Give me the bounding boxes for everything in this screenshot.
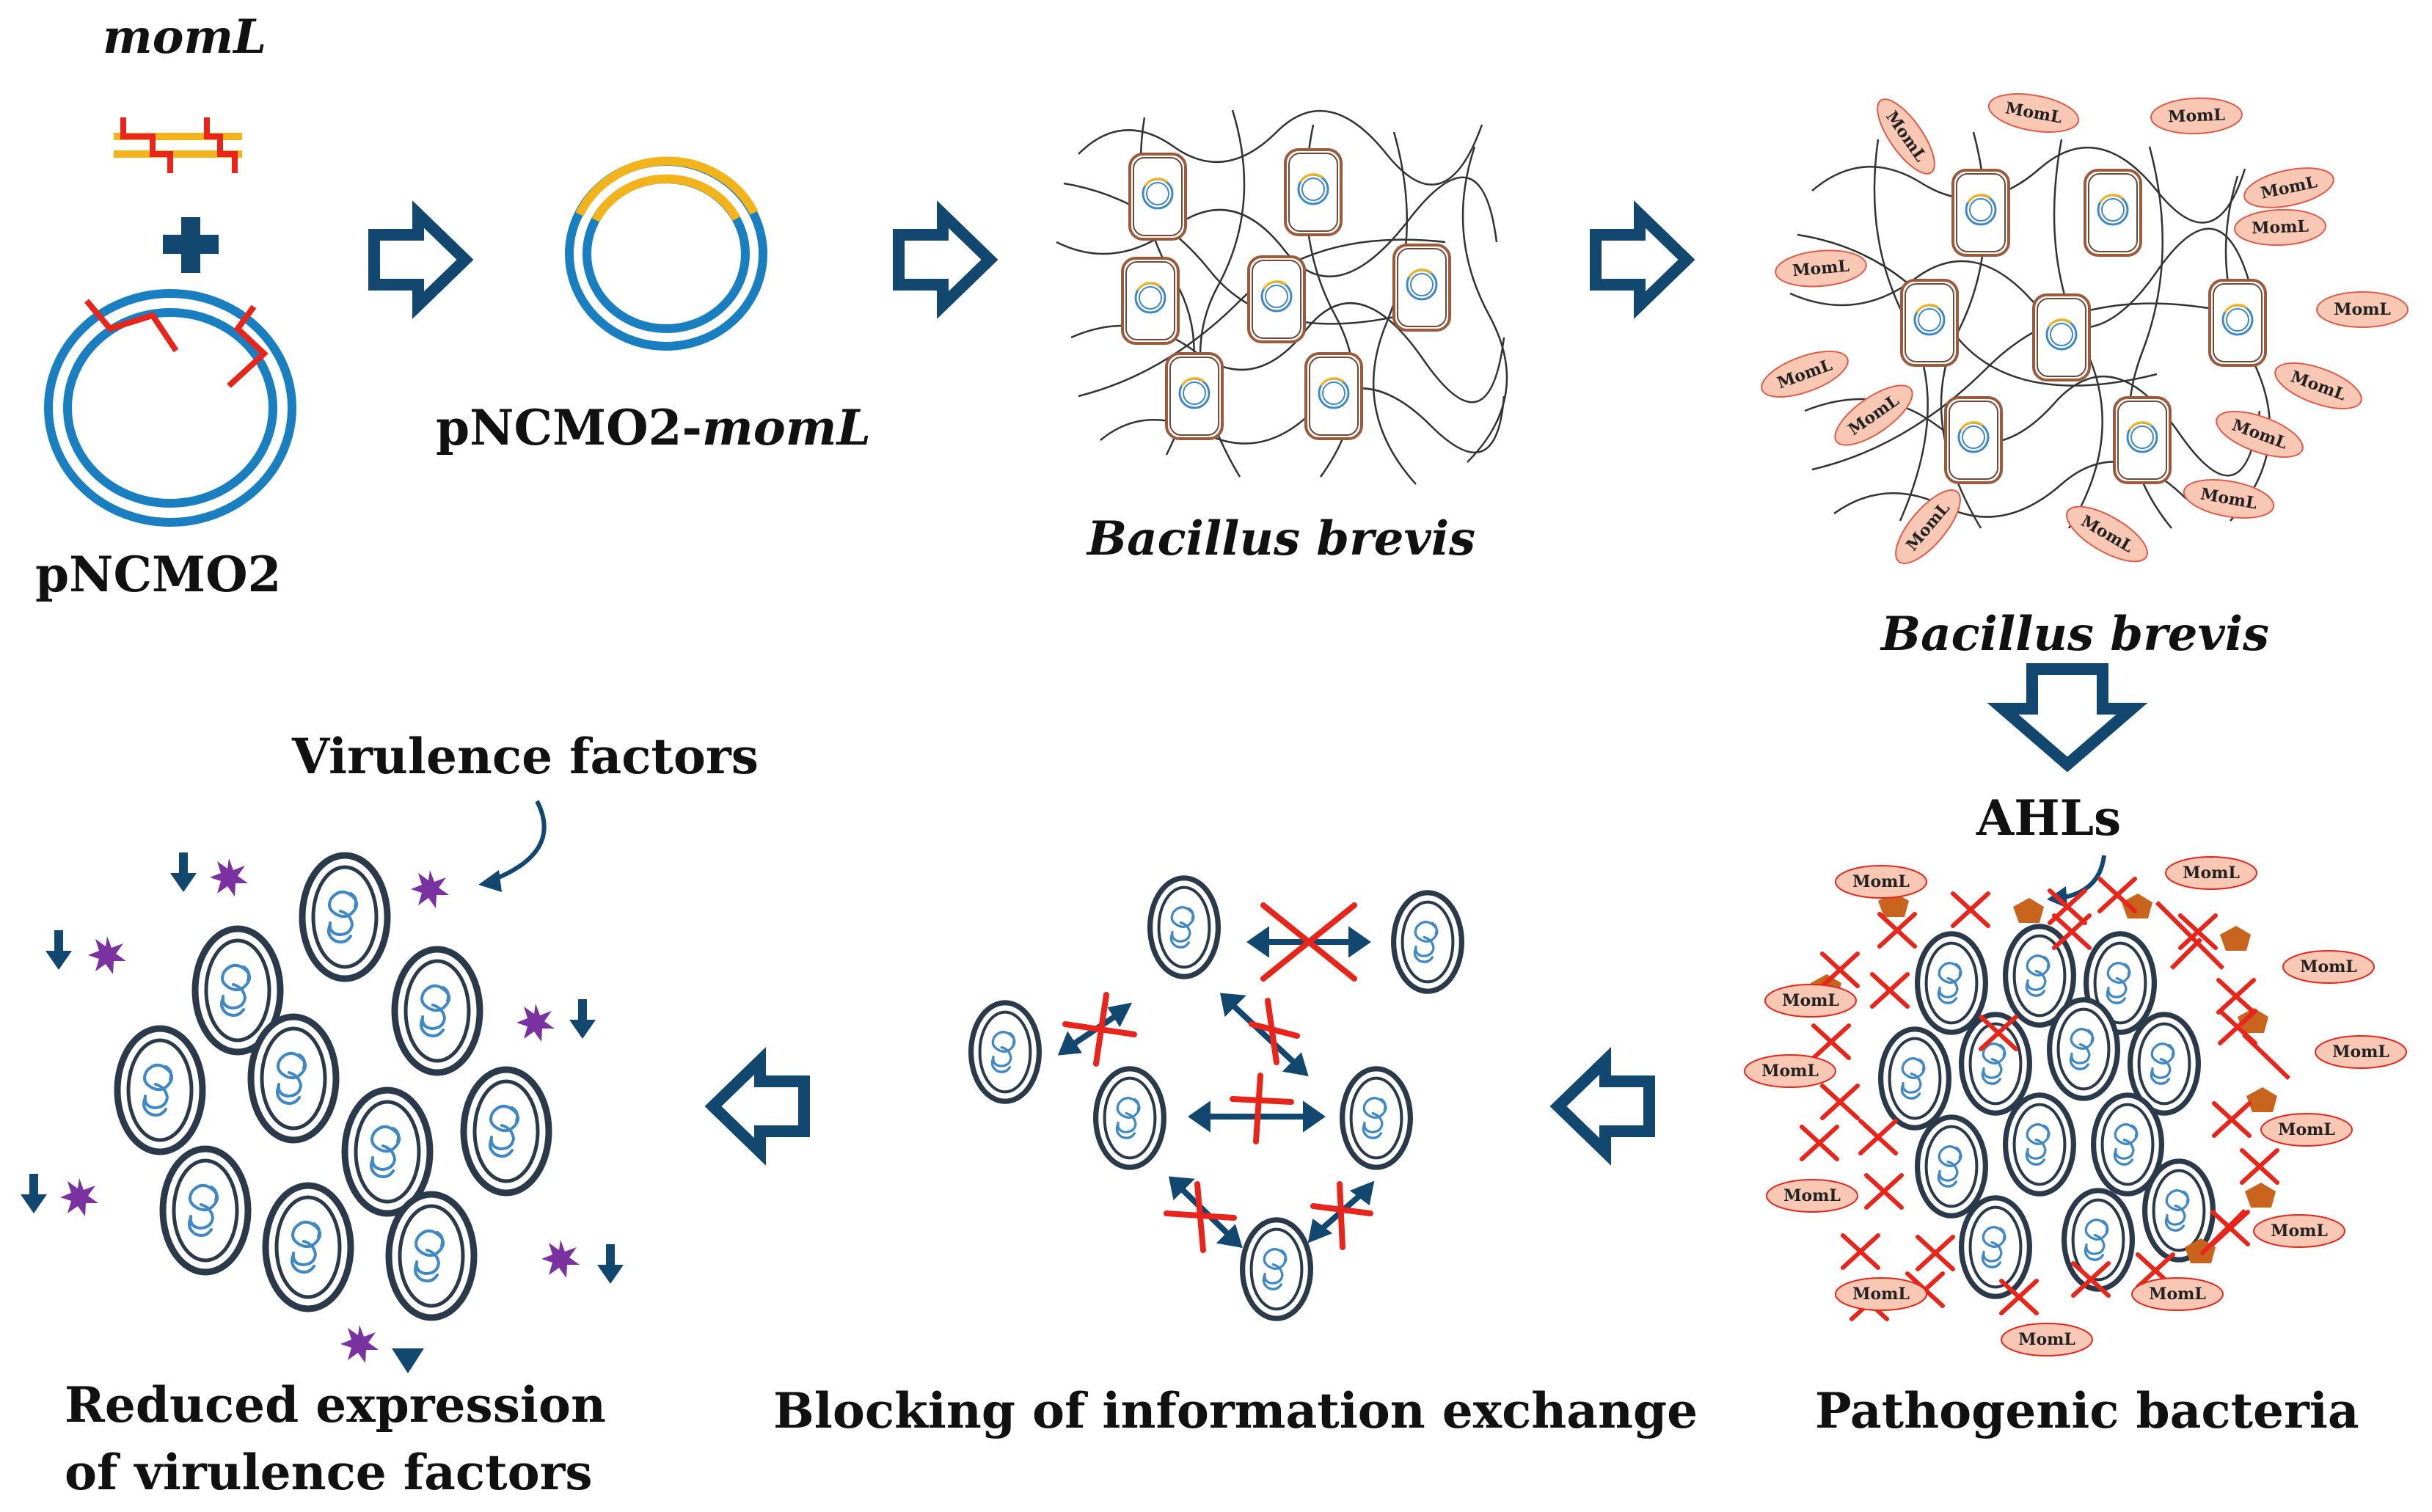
svg-text:MomL: MomL (1782, 991, 1839, 1010)
momL-enzyme: MomL (2216, 411, 2304, 458)
information-exchange-blocking-cluster (971, 878, 1462, 1318)
momL-enzyme: MomL (2316, 291, 2409, 328)
momL-enzyme: MomL (2131, 1277, 2224, 1311)
pNCMO2-plasmid-icon (44, 289, 296, 527)
momL-enzyme: MomL (2282, 950, 2375, 984)
momL-enzyme: MomL (1761, 351, 1849, 398)
momL-enzyme: MomL (2183, 479, 2275, 519)
flow-arrow-right-2 (893, 200, 998, 319)
momL-enzyme: MomL (1987, 93, 2080, 133)
plasmid-label: pNCMO2 (35, 546, 281, 603)
svg-text:MomL: MomL (2183, 863, 2240, 883)
momL-enzyme: MomL (2065, 505, 2149, 563)
momL-enzyme: MomL (2001, 1323, 2093, 1356)
flow-arrow-left-1 (1549, 1047, 1655, 1166)
svg-text:MomL: MomL (2252, 217, 2309, 238)
virulence-factor-markers (21, 852, 624, 1373)
momL-enzyme: MomL (2243, 167, 2334, 208)
recombinant-plasmid-label: pNCMO2-momL (436, 399, 871, 456)
momL-enzyme: MomL (2165, 856, 2257, 890)
result-label-line2: of virulence factors (65, 1444, 593, 1501)
gene-label: momL (103, 10, 266, 65)
svg-text:MomL: MomL (2018, 1330, 2075, 1349)
momL-enzyme: MomL (2274, 362, 2362, 409)
momL-enzyme: MomL (1766, 1179, 1858, 1213)
plus-icon (163, 217, 219, 273)
pathogenic-bacteria-cluster (1881, 927, 2213, 1296)
flow-arrow-down (1987, 663, 2148, 773)
momL-enzyme: MomL (1835, 865, 1927, 899)
momL-gene-fragment-icon (114, 117, 242, 173)
bacillus-brevis-secreting-cluster (1789, 131, 2271, 529)
svg-text:MomL: MomL (2149, 1285, 2206, 1304)
momL-enzyme: MomL (2260, 1113, 2353, 1147)
momL-enzyme: MomL (2315, 1035, 2407, 1069)
flow-arrow-right-1 (368, 200, 474, 319)
bacillus-brevis-cluster (1056, 109, 1508, 485)
svg-text:MomL: MomL (2332, 1042, 2389, 1062)
momL-enzyme: MomL (2150, 97, 2243, 135)
virulence-pointer-arrow (490, 800, 547, 883)
momL-enzyme: MomL (1744, 1054, 1836, 1088)
momL-enzymes-around-pathogens: MomL MomL MomL MomL MomL MomL MomL MomL … (1744, 856, 2407, 1356)
blocking-label: Blocking of information exchange (773, 1382, 1698, 1439)
momL-enzyme: MomL (1834, 384, 1913, 446)
flow-arrow-right-3 (1590, 200, 1695, 319)
svg-text:MomL: MomL (2168, 106, 2226, 127)
svg-text:MomL: MomL (1852, 872, 1910, 891)
signal-pointer-arrow (2059, 855, 2106, 900)
recombinant-plasmid-icon (565, 156, 767, 351)
momL-enzyme: MomL (2234, 208, 2326, 246)
svg-text:MomL: MomL (2278, 1120, 2335, 1139)
svg-text:MomL: MomL (1761, 1062, 1819, 1081)
host-label-1: Bacillus brevis (1086, 511, 1475, 566)
signal-label: AHLs (1976, 789, 2121, 847)
svg-text:MomL: MomL (2271, 1221, 2328, 1241)
svg-text:MomL: MomL (2334, 300, 2391, 319)
flow-arrow-left-2 (704, 1047, 810, 1166)
svg-text:MomL: MomL (2300, 957, 2357, 976)
host-label-2: Bacillus brevis (1880, 607, 2269, 662)
virulence-pointer-arrowhead (478, 870, 502, 892)
blocked-ahl-signals (1802, 879, 2291, 1319)
virulence-label: Virulence factors (291, 728, 759, 785)
reduced-virulence-cluster (117, 855, 549, 1318)
pathogen-label: Pathogenic bacteria (1815, 1382, 2359, 1439)
momL-enzyme: MomL (1895, 489, 1961, 564)
momL-enzyme: MomL (2253, 1214, 2345, 1248)
result-label-line1: Reduced expression (65, 1376, 606, 1434)
svg-text:MomL: MomL (1783, 1186, 1841, 1205)
momL-enzyme: MomL (1775, 249, 1867, 288)
momL-enzyme: MomL (1835, 1277, 1927, 1311)
svg-text:MomL: MomL (1852, 1285, 1910, 1304)
momL-enzyme: MomL (1764, 984, 1857, 1018)
